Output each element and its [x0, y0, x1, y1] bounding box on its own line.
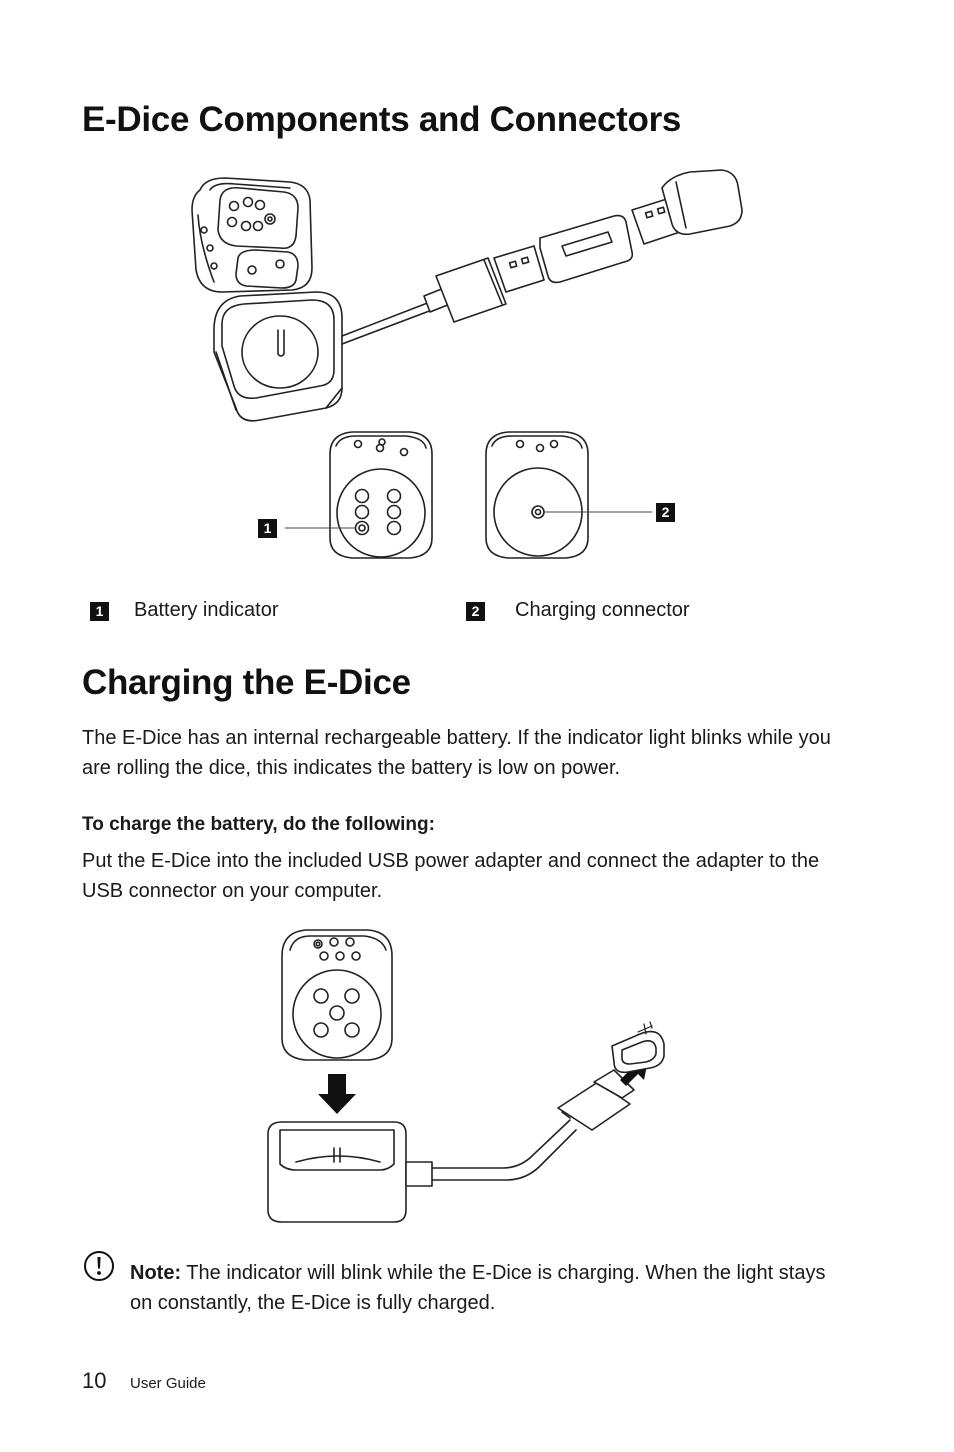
- legend-badge-2: 2: [466, 602, 485, 621]
- legend-badge-1: 1: [90, 602, 109, 621]
- section-title-charging: Charging the E-Dice: [82, 663, 411, 702]
- note-text: Note: The indicator will blink while the…: [130, 1258, 850, 1318]
- legend-label-charging-connector: Charging connector: [515, 599, 690, 621]
- callout-badge-2: 2: [656, 503, 675, 522]
- page-number: 10: [82, 1368, 107, 1393]
- instruction-heading: To charge the battery, do the following:: [82, 814, 435, 835]
- note-body: The indicator will blink while the E-Dic…: [130, 1262, 826, 1314]
- charging-paragraph: The E-Dice has an internal rechargeable …: [82, 727, 831, 779]
- footer-doc-title: User Guide: [130, 1375, 206, 1392]
- legend-label-battery-indicator: Battery indicator: [134, 599, 279, 621]
- note-label: Note:: [130, 1262, 182, 1284]
- section-title-components: E-Dice Components and Connectors: [82, 100, 682, 139]
- attention-icon: [84, 1251, 114, 1281]
- instruction-text: Put the E-Dice into the included USB pow…: [82, 850, 820, 902]
- dice-charger-illustration: [191, 169, 743, 559]
- callout-badge-1: 1: [258, 519, 277, 538]
- charging-illustration: [267, 929, 665, 1223]
